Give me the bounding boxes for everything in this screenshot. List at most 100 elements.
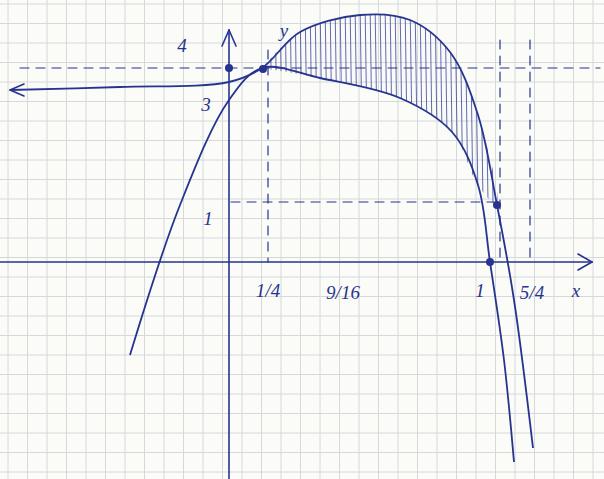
point-dot [225,64,233,72]
hatch-line [340,0,344,270]
guide-line [231,201,494,202]
hatch-line [250,0,254,270]
hatch-line [355,0,359,270]
hatch-line [315,0,319,270]
hatch-line [365,0,369,270]
grid-line [573,0,574,479]
grid-line [0,121,604,122]
hatch-line [245,0,249,270]
grid-line [437,0,438,479]
grid-line [0,433,604,434]
grid-line [222,0,223,479]
grid-line [203,0,204,479]
hatch-line [425,0,429,270]
grid-line [0,238,604,239]
grid-line [125,0,126,479]
hatch-line [435,0,439,270]
hatch-line [370,0,374,270]
grid-line [0,199,604,200]
parabola-curve [130,67,514,462]
curve-arrow [10,84,24,90]
hatch-line [375,0,379,270]
grid-line [398,0,399,479]
grid-line [0,218,604,219]
hatch-line [495,0,499,270]
guide-line [529,40,530,262]
grid-line [0,23,604,24]
grid-line [86,0,87,479]
grid-line [378,0,379,479]
hatch-line [295,0,299,270]
shaded-region [240,0,519,270]
axis-label: 4 [177,36,187,55]
hatch-line [515,0,519,270]
y-axis [228,30,230,479]
hatch-line [410,0,414,270]
hatch-line [380,0,384,270]
x-axis [0,261,592,263]
grid-line [47,0,48,479]
grid-line [27,0,28,479]
hatch-line [460,0,464,270]
grid-line [0,179,604,180]
grid-line [66,0,67,479]
hatch-line [350,0,354,270]
grid-line [0,394,604,395]
hatch-line [490,0,494,270]
hatch-line [330,0,334,270]
hatch-line [345,0,349,270]
grid-line [281,0,282,479]
hatch-line [475,0,479,270]
hatch-line [320,0,324,270]
hatch-line [300,0,304,270]
point-dot [259,65,267,73]
grid-line [0,140,604,141]
grid-line [0,43,604,44]
second-curve [10,14,533,448]
hatch-line [470,0,474,270]
hatch-line [510,0,514,270]
grid-line [0,472,604,473]
axis-label: x [572,281,580,300]
grid-line [0,82,604,83]
grid-line [0,413,604,414]
hatch-line [390,0,394,270]
guide-line [499,40,500,262]
grid-line [339,0,340,479]
grid-line [0,160,604,161]
hatch-line [305,0,309,270]
point-dot [493,201,501,209]
point-dot [486,258,494,266]
hatch-line [420,0,424,270]
grid-line [534,0,535,479]
hatch-line [335,0,339,270]
axis-label: 1/4 [256,281,280,300]
grid-line [417,0,418,479]
hatch-line [270,0,274,270]
hatch-line [400,0,404,270]
axis-label: 1 [475,281,485,300]
grid-line [8,0,9,479]
grid-line [0,355,604,356]
guide-line [267,50,268,262]
hatch-line [385,0,389,270]
grid-line [593,0,594,479]
grid-line [554,0,555,479]
hatch-line [265,0,269,270]
hatch-line [255,0,259,270]
hatch-line [445,0,449,270]
hatch-line [465,0,469,270]
grid-line [0,335,604,336]
hatch-line [395,0,399,270]
hatch-line [405,0,409,270]
grid-line [320,0,321,479]
hatch-line [240,0,244,270]
guide-line [20,67,600,68]
hatch-line [360,0,364,270]
axis-label: 9/16 [326,283,360,302]
hatch-line [275,0,279,270]
axis-label: 5/4 [520,283,544,302]
